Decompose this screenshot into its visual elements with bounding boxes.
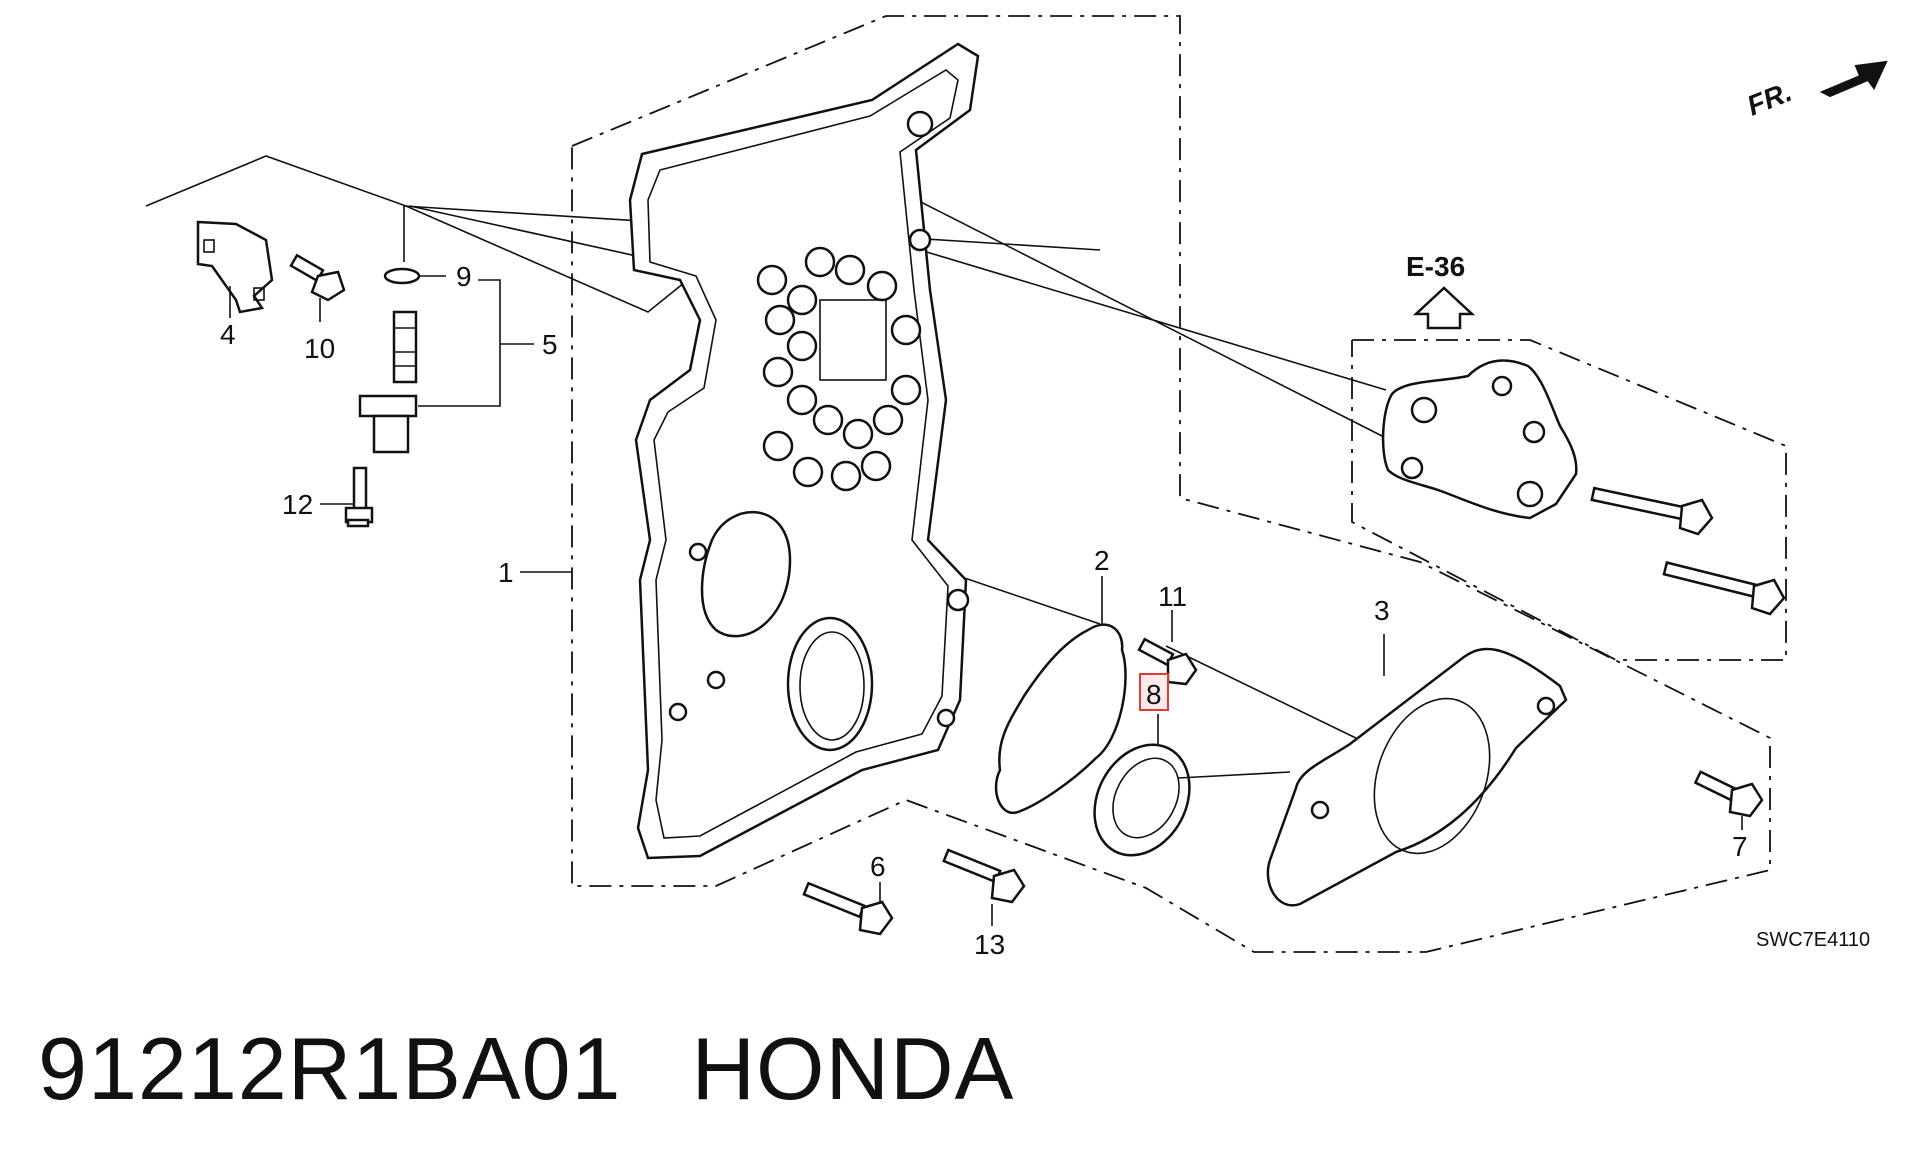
bolt-10[interactable]	[289, 253, 346, 302]
callout-5[interactable]: 5	[542, 329, 558, 360]
bolt-7[interactable]	[1693, 770, 1764, 818]
callout-leaders	[229, 275, 1743, 926]
bolt-11[interactable]	[1137, 637, 1198, 686]
diagram-code: SWC7E4110	[1756, 929, 1870, 951]
e36-reference[interactable]: E-36	[1406, 251, 1476, 330]
part-footer: 91212R1BA01 HONDA	[38, 1018, 1014, 1120]
mount-bolt-upper[interactable]	[1590, 486, 1714, 536]
up-arrow-icon	[1412, 286, 1476, 330]
part-number: 91212R1BA01	[38, 1019, 622, 1118]
e36-label: E-36	[1406, 251, 1465, 282]
front-direction-indicator: FR.	[1743, 60, 1888, 122]
callout-4[interactable]: 4	[220, 319, 236, 350]
fr-label: FR.	[1743, 76, 1796, 122]
engine-mount-bracket[interactable]	[1381, 359, 1578, 520]
brand-name: HONDA	[691, 1019, 1015, 1118]
callout-7[interactable]: 7	[1732, 831, 1748, 862]
callout-3[interactable]: 3	[1374, 595, 1390, 626]
bolt-13[interactable]	[942, 848, 1026, 904]
callout-1[interactable]: 1	[498, 557, 514, 588]
oil-seal-8[interactable]	[1076, 728, 1291, 872]
o-ring-9[interactable]	[383, 267, 421, 285]
sensor-bracket[interactable]	[145, 155, 702, 314]
callout-8-highlight[interactable]: 8	[1139, 673, 1169, 711]
front-arrow-icon	[1819, 60, 1888, 98]
callout-9[interactable]: 9	[456, 261, 472, 292]
callout-2[interactable]: 2	[1094, 545, 1110, 576]
callout-11[interactable]: 11	[1158, 581, 1187, 612]
callout-12[interactable]: 12	[282, 489, 313, 520]
bolt-6[interactable]	[802, 881, 894, 936]
mount-bolt-lower[interactable]	[1662, 561, 1786, 616]
parts-diagram: FR. E-36	[145, 15, 1888, 960]
chain-case-cover[interactable]	[628, 42, 980, 860]
callout-6[interactable]: 6	[870, 851, 886, 882]
callout-13[interactable]: 13	[974, 929, 1005, 960]
crank-sensor-5[interactable]	[358, 205, 1101, 454]
cover-plate-3[interactable]	[1266, 647, 1568, 907]
bolt-12[interactable]	[344, 466, 374, 528]
group-outline-cover	[571, 15, 1771, 953]
gasket-2[interactable]	[994, 623, 1127, 815]
callout-8: 8	[1146, 679, 1162, 710]
group-outline-mount	[1351, 339, 1787, 661]
callout-10[interactable]: 10	[304, 333, 335, 364]
